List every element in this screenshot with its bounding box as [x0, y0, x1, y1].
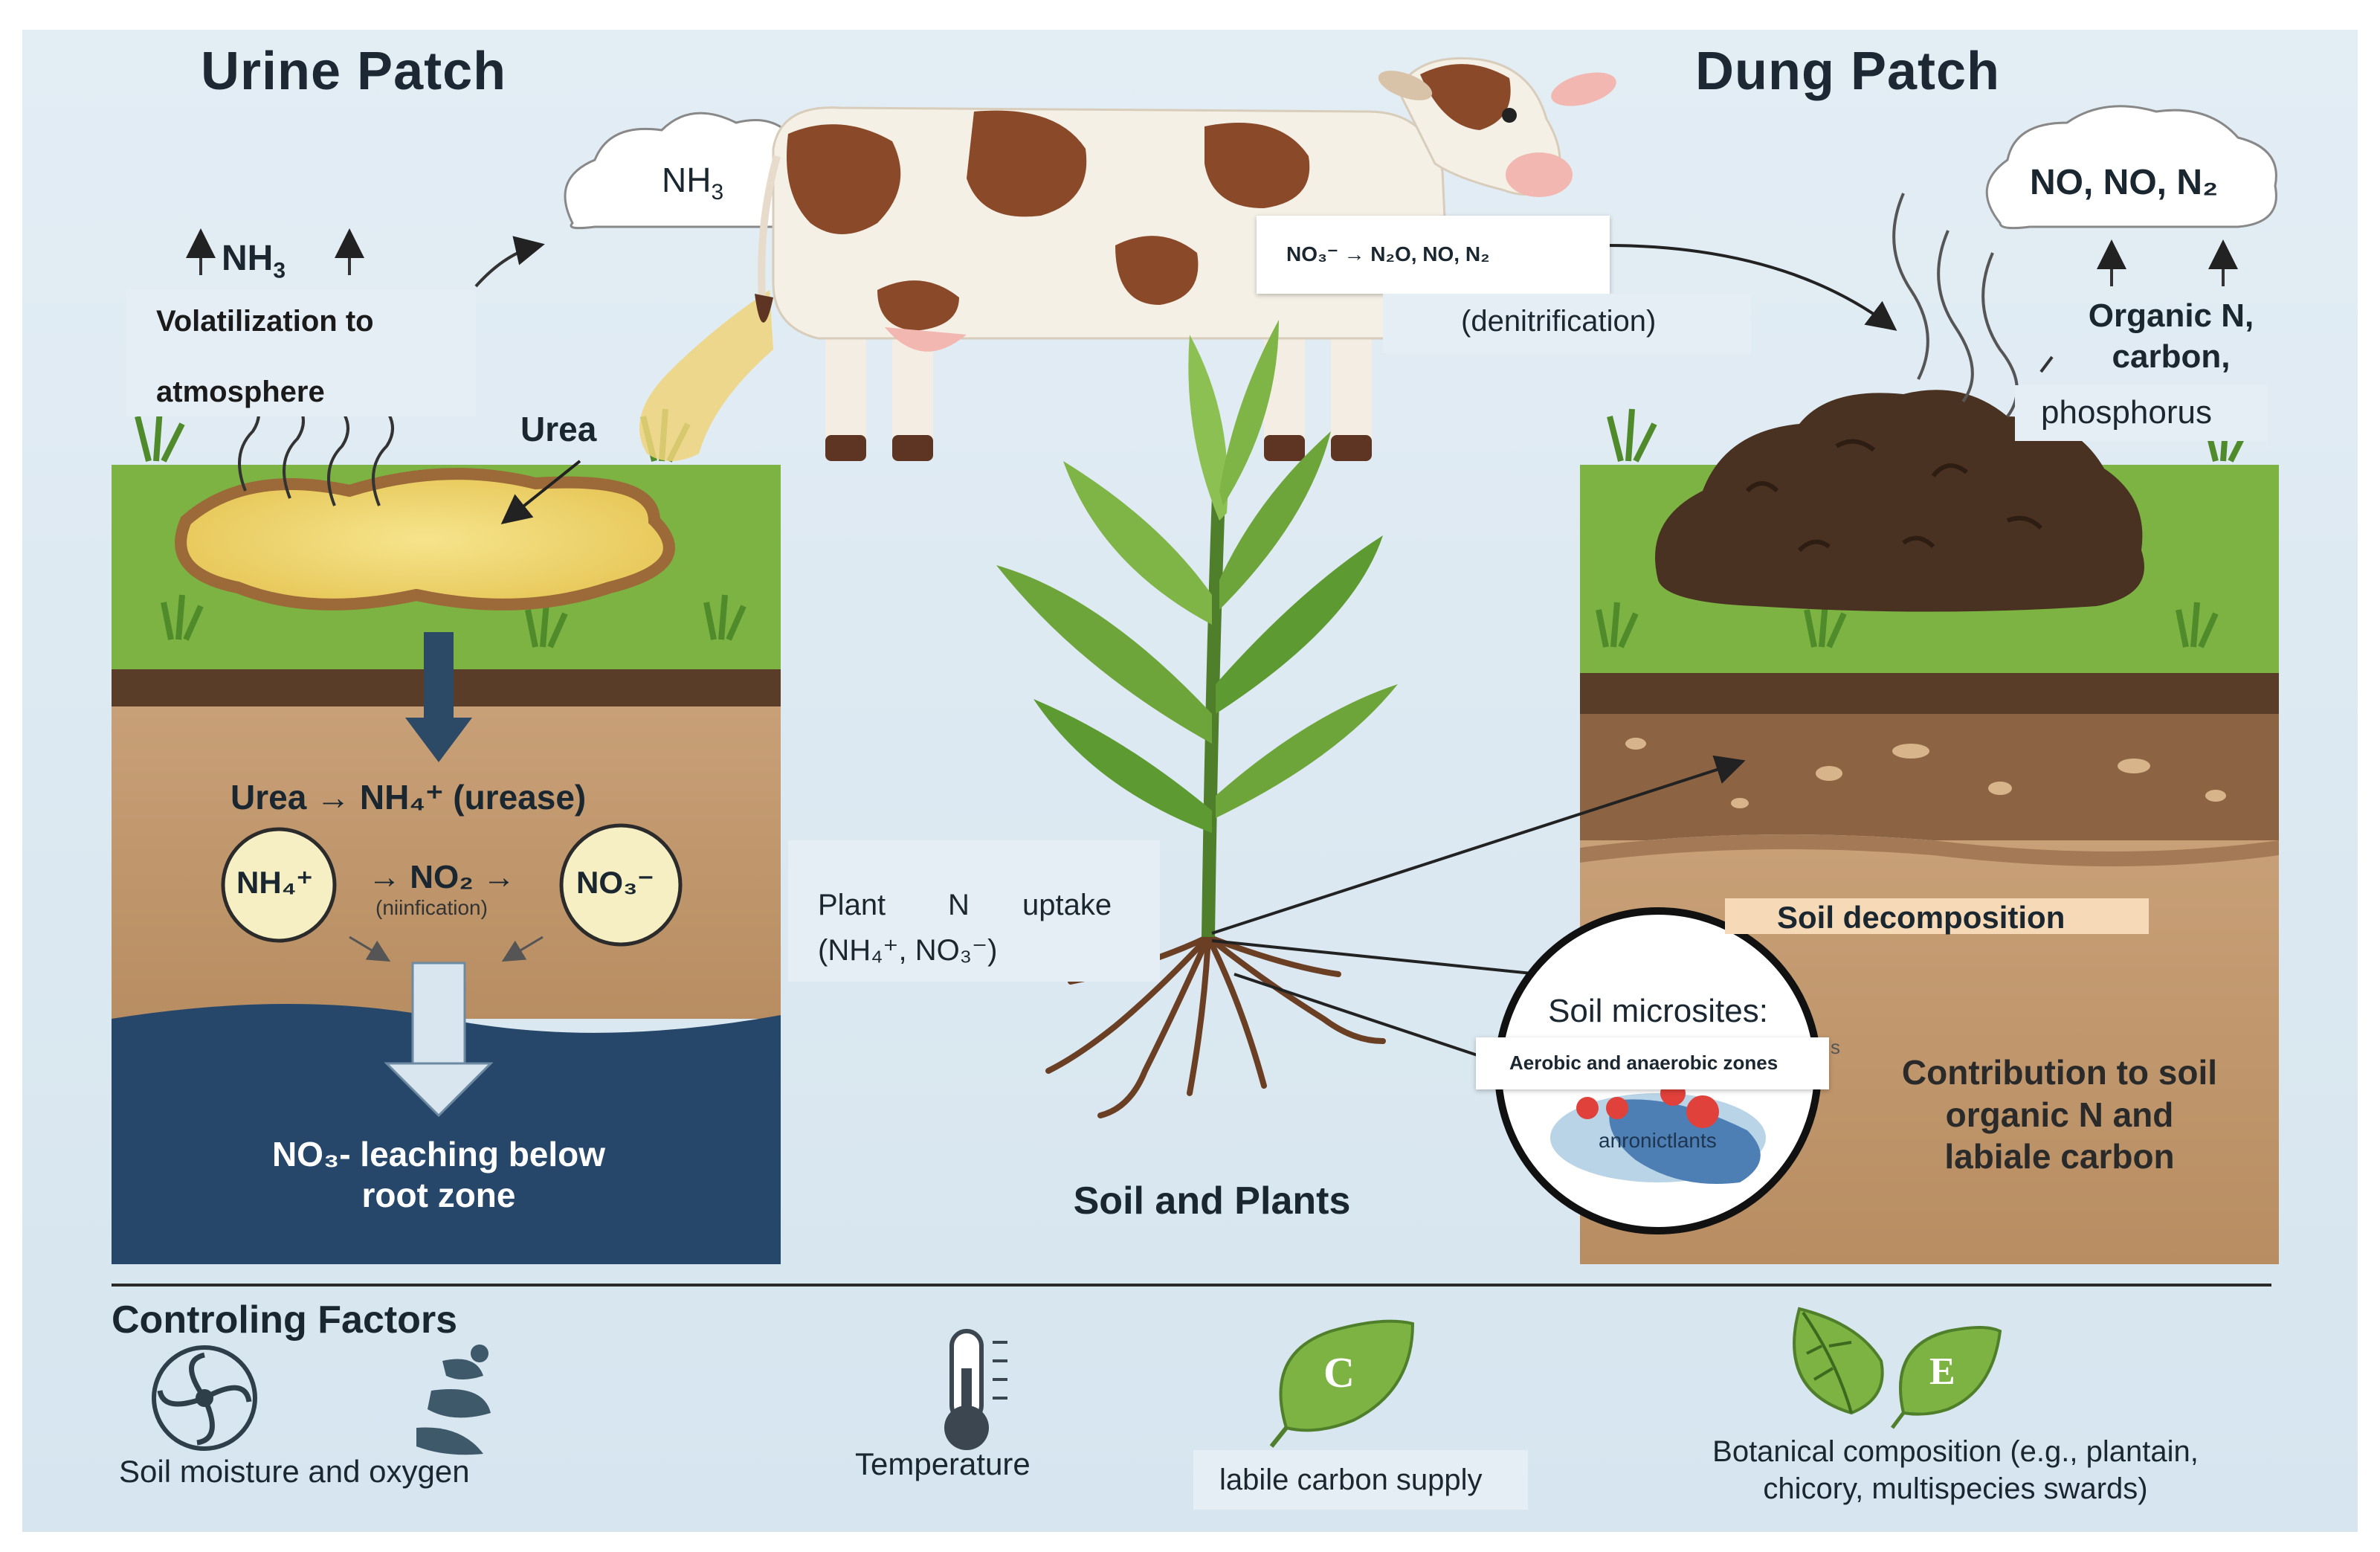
leaf-c-letter: C — [1323, 1348, 1355, 1397]
no2-label: → NO₂ → — [368, 859, 515, 895]
microsites-s: s — [1831, 1036, 1840, 1058]
botanical-line2: chicory, multispecies swards) — [1763, 1472, 2148, 1505]
nh4-circle-label: NH₄⁺ — [236, 865, 313, 900]
no3-circle — [559, 823, 683, 947]
microsites-zones: Aerobic and anaerobic zones — [1509, 1052, 1778, 1074]
urine-patch-panel — [112, 385, 781, 1264]
dung-cloud-label: NO, NO, N₂ — [2030, 163, 2219, 202]
labile-carbon-label: labile carbon supply — [1219, 1464, 1483, 1496]
soil-and-plants-title: Soil and Plants — [1073, 1179, 1351, 1223]
contribution-line3: labiale carbon — [1944, 1137, 2175, 1176]
botanical-line1: Botanical composition (e.g., plantain, — [1712, 1435, 2199, 1468]
leaf-c-icon — [1269, 1319, 1415, 1448]
volatilization-box — [126, 290, 476, 416]
denitrification-label-box — [1383, 294, 1751, 353]
botanical-leaf-icon — [1793, 1307, 1884, 1415]
urea-label: Urea — [520, 410, 597, 448]
dung-cloud — [1985, 105, 2277, 230]
volatilization-line2: atmosphere — [156, 376, 325, 408]
contribution-line1: Contribution to soil — [1901, 1053, 2218, 1092]
soil-decomposition-label: Soil decomposition — [1777, 900, 2065, 935]
labile-carbon-box — [1193, 1450, 1528, 1510]
leaf-e-icon — [1891, 1326, 2002, 1429]
urease-equation: Urea → NH₄⁺ (urease) — [230, 778, 587, 817]
plant-uptake-word-uptake: uptake — [1022, 889, 1112, 921]
leaching-line2: root zone — [361, 1176, 516, 1214]
leaching-line1: NO₃- leaching below — [271, 1135, 606, 1173]
nh4-circle — [221, 827, 337, 943]
denitrification-label: (denitrification) — [1461, 305, 1657, 338]
nh3-volatilization-label: NH3 — [222, 239, 286, 283]
volatilization-line1: Volatilization to — [156, 305, 374, 338]
phosphorus-box — [2015, 385, 2268, 441]
nitrification-label: (niinfication) — [375, 896, 488, 919]
leaf-e-letter: E — [1929, 1350, 1955, 1393]
temperature-label: Temperature — [855, 1446, 1031, 1481]
dung-patch-title: Dung Patch — [1695, 42, 2001, 101]
organic-line3: phosphorus — [2041, 394, 2212, 431]
plant-illustration — [996, 320, 1398, 1118]
no3-circle-label: NO₃⁻ — [576, 865, 654, 900]
microsites-title: Soil microsites: — [1548, 993, 1768, 1029]
controlling-factors-title: Controling Factors — [112, 1298, 458, 1342]
plant-uptake-line2: (NH₄⁺, NO₃⁻) — [818, 934, 998, 967]
microsites-zones-box — [1476, 1037, 1829, 1089]
dung-heap — [1655, 390, 2144, 612]
contribution-line2: organic N and — [1945, 1095, 2174, 1134]
plant-uptake-word-plant: Plant — [818, 889, 886, 921]
soil-moisture-label: Soil moisture and oxygen — [119, 1454, 470, 1489]
denitrification-equation-box — [1257, 216, 1610, 294]
urine-stream — [639, 290, 773, 461]
plant-uptake-word-n: N — [948, 889, 970, 921]
microsites-inner: anronictlants — [1599, 1129, 1717, 1152]
urine-patch-title: Urine Patch — [201, 42, 507, 101]
organic-line1: Organic N, — [2088, 297, 2254, 334]
denitrification-equation: NO₃⁻ → N₂O, NO, N₂ — [1286, 242, 1490, 265]
oxygen-icon — [416, 1345, 491, 1455]
plant-uptake-box — [788, 840, 1160, 982]
soil-decomposition-box — [1725, 898, 2149, 934]
temperature-icon — [944, 1329, 1007, 1450]
soil-moisture-icon — [152, 1345, 257, 1451]
organic-line2: carbon, — [2112, 338, 2231, 375]
urine-puddle — [175, 468, 675, 611]
nh3-cloud-label: NH3 — [662, 161, 724, 205]
